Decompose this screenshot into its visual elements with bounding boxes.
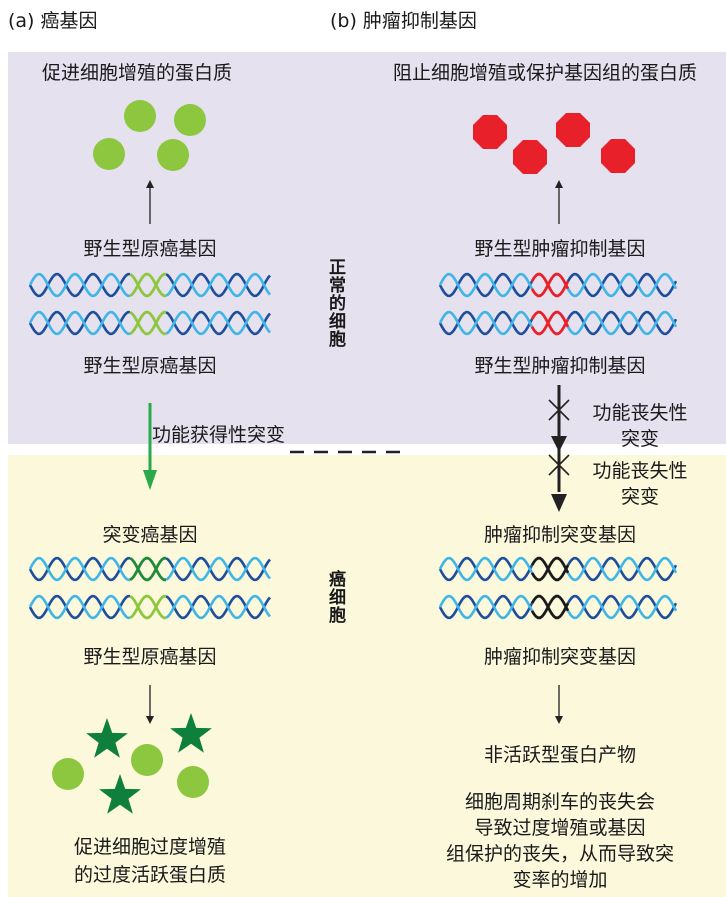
protein-circle bbox=[131, 744, 163, 776]
wild-gene-label-lower: 野生型原癌基因 bbox=[83, 646, 217, 668]
dna-strand-dark bbox=[28, 594, 130, 620]
dna-strand-dark bbox=[165, 594, 271, 620]
dna-strand-dark bbox=[28, 310, 130, 336]
dna-strand-dark bbox=[566, 310, 678, 336]
dna-gene-highlight bbox=[530, 310, 570, 336]
loss-of-function-arrow bbox=[548, 385, 570, 512]
dna-strand-light bbox=[438, 310, 534, 336]
dna-strand-dark bbox=[165, 556, 271, 582]
dna-strand-dark bbox=[438, 310, 534, 336]
dna-gene-highlight bbox=[129, 272, 166, 298]
normal-cell-side-label: 正常的细胞 bbox=[325, 258, 345, 348]
dna-strand-dark bbox=[165, 272, 271, 298]
dna-gene-highlight bbox=[530, 310, 570, 336]
dna-strand-dark bbox=[28, 272, 130, 298]
protein-circle bbox=[157, 139, 189, 171]
dna-strand-dark bbox=[438, 594, 534, 620]
dna-strand-light bbox=[566, 594, 678, 620]
loss-of-function-label-2a: 功能丧失性 bbox=[592, 460, 688, 482]
result-line2-a: 的过度活跃蛋白质 bbox=[73, 864, 226, 886]
dna-strand-dark bbox=[566, 272, 678, 298]
dna-gene-highlight bbox=[530, 272, 570, 298]
star-protein bbox=[86, 718, 128, 758]
result-line1-a: 促进细胞过度增殖 bbox=[73, 836, 226, 858]
loss-of-function-label-1b: 突变 bbox=[620, 428, 659, 450]
dna-gene-highlight bbox=[530, 594, 570, 620]
dna-strand-light bbox=[165, 310, 271, 336]
dna-gene-highlight bbox=[129, 594, 166, 620]
dna-gene-highlight bbox=[530, 556, 570, 582]
gene-label-bottom-a: 野生型原癌基因 bbox=[83, 355, 217, 377]
dna-strand-light bbox=[165, 272, 271, 298]
dna-strand-dark bbox=[28, 556, 130, 582]
protein-circle bbox=[174, 104, 206, 136]
gene-label-bottom-b: 野生型肿瘤抑制基因 bbox=[474, 355, 646, 377]
loss-of-function-label-1a: 功能丧失性 bbox=[592, 402, 688, 424]
dna-gene-highlight bbox=[129, 594, 166, 620]
gain-of-function-label: 功能获得性突变 bbox=[152, 424, 286, 446]
proliferation-protein-label: 促进细胞增殖的蛋白质 bbox=[41, 62, 232, 84]
dna-strand-light bbox=[566, 310, 678, 336]
dna-strand-light bbox=[165, 594, 271, 620]
dna-gene-highlight bbox=[129, 556, 166, 582]
dna-strand-dark bbox=[566, 556, 678, 582]
dna-gene-highlight bbox=[129, 310, 166, 336]
protein-octagon bbox=[473, 115, 507, 149]
result-line2-b: 导致过度增殖或基因 bbox=[474, 817, 646, 839]
mutant-suppressor-label-bottom: 肿瘤抑制突变基因 bbox=[483, 646, 636, 668]
protein-circle bbox=[124, 100, 156, 132]
dna-gene-highlight bbox=[129, 310, 166, 336]
suppressor-protein-label: 阻止细胞增殖或保护基因组的蛋白质 bbox=[392, 62, 697, 84]
panel-b-header: (b) 肿瘤抑制基因 bbox=[330, 10, 477, 32]
panel-a-header: (a) 癌基因 bbox=[8, 10, 98, 32]
dna-gene-highlight bbox=[530, 594, 570, 620]
dna-strand-dark bbox=[165, 310, 271, 336]
dna-strand-dark bbox=[438, 556, 534, 582]
dna-strand-light bbox=[28, 594, 130, 620]
dna-strand-light bbox=[566, 556, 678, 582]
suppressor-proteins bbox=[473, 113, 635, 174]
dna-strand-dark bbox=[438, 272, 534, 298]
dna-strand-light bbox=[438, 556, 534, 582]
result-line4-b: 变率的增加 bbox=[512, 869, 608, 891]
dna-strand-light bbox=[165, 556, 271, 582]
result-line3-b: 组保护的丧失，从而导致突 bbox=[445, 843, 674, 865]
protein-octagon bbox=[556, 113, 590, 147]
protein-circle bbox=[93, 138, 125, 170]
proliferation-proteins bbox=[93, 100, 206, 171]
loss-of-function-label-2b: 突变 bbox=[620, 486, 659, 508]
mutant-suppressor-label-top: 肿瘤抑制突变基因 bbox=[483, 524, 636, 546]
dna-strand-light bbox=[28, 310, 130, 336]
gene-label-top-b: 野生型肿瘤抑制基因 bbox=[474, 238, 646, 260]
cancer-cell-side-label: 癌细胞 bbox=[325, 570, 345, 624]
dna-gene-highlight bbox=[129, 272, 166, 298]
protein-octagon bbox=[513, 140, 547, 174]
dna-strand-light bbox=[438, 594, 534, 620]
dna-gene-highlight bbox=[129, 556, 166, 582]
result-line1-b: 细胞周期刹车的丧失会 bbox=[464, 791, 655, 813]
protein-circle bbox=[177, 766, 209, 798]
cancer-cell-panel bbox=[8, 455, 726, 897]
dna-strand-light bbox=[28, 272, 130, 298]
protein-octagon bbox=[601, 139, 635, 173]
gene-label-top-a: 野生型原癌基因 bbox=[83, 238, 217, 260]
mutant-gene-label: 突变癌基因 bbox=[102, 524, 198, 546]
dna-strands bbox=[28, 272, 678, 620]
star-protein bbox=[99, 774, 141, 814]
dna-gene-highlight bbox=[530, 556, 570, 582]
overactive-proteins bbox=[52, 713, 212, 814]
star-protein bbox=[170, 713, 212, 753]
dna-strand-light bbox=[566, 272, 678, 298]
dna-gene-highlight bbox=[530, 272, 570, 298]
dna-strand-dark bbox=[566, 594, 678, 620]
dna-strand-light bbox=[28, 556, 130, 582]
inactive-product-label: 非活跃型蛋白产物 bbox=[483, 744, 636, 766]
dna-strand-light bbox=[438, 272, 534, 298]
protein-circle bbox=[52, 758, 84, 790]
